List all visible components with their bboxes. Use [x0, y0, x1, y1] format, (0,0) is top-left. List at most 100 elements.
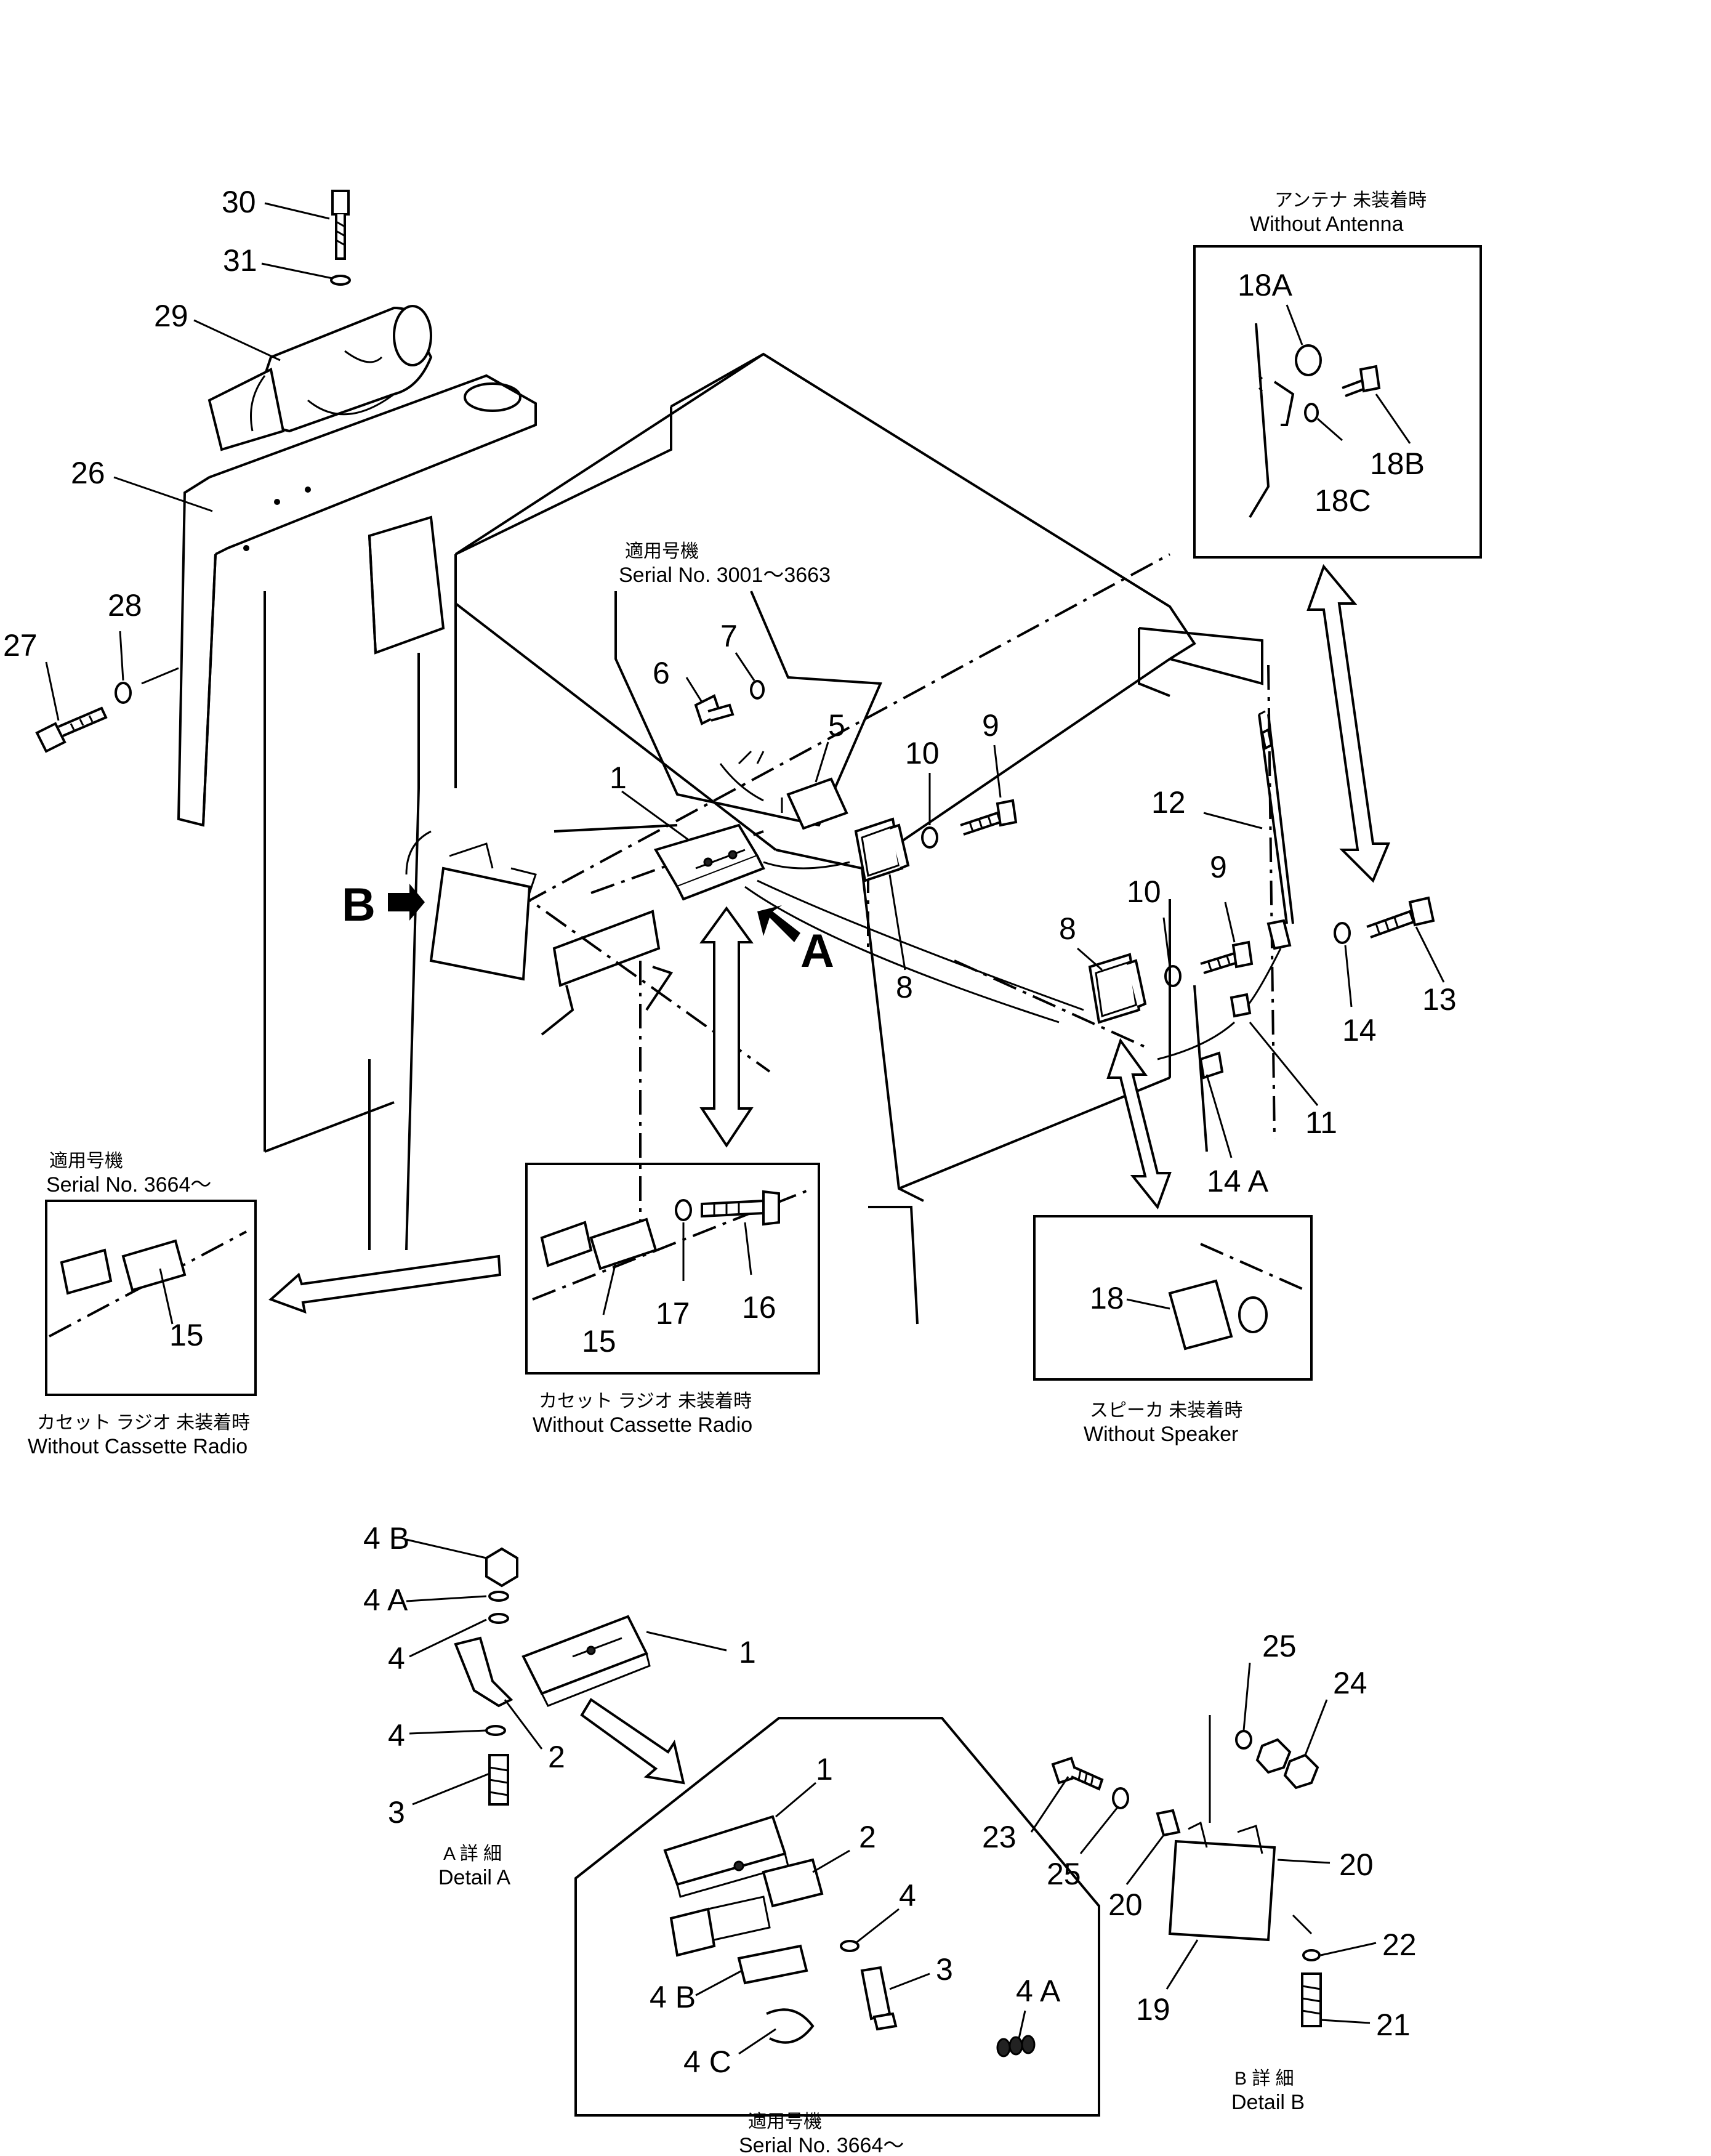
callout-d4a: 4 A — [1016, 1974, 1061, 2008]
serial-top-jp: 適用号機 — [625, 541, 699, 562]
arrow-center — [699, 906, 754, 1148]
speaker-left — [854, 817, 910, 882]
callout-18: 18 — [1090, 1281, 1124, 1315]
antenna-note-en: Without Antenna — [1250, 212, 1404, 236]
speaker-bolt-upper — [921, 799, 1018, 849]
arrow-left — [268, 1254, 502, 1314]
arrow-speaker — [1106, 1038, 1172, 1210]
callout-3: 3 — [388, 1795, 405, 1830]
motor-unit — [207, 305, 433, 451]
callout-4-lower: 4 — [388, 1718, 405, 1753]
detail-a — [454, 1547, 651, 1806]
callout-d4: 4 — [899, 1878, 916, 1913]
cassette-mid-box — [525, 1163, 820, 1375]
callout-12: 12 — [1151, 785, 1186, 820]
callout-4b: 4 B — [363, 1521, 409, 1556]
detail-a-jp: A 詳 細 — [443, 1844, 502, 1864]
callout-5: 5 — [828, 708, 845, 743]
notes: アンテナ 未装着時 Without Antenna 適用号機 Serial No… — [28, 190, 1427, 2156]
callout-d1: 1 — [816, 1752, 833, 1787]
radio-unit — [653, 823, 1084, 1023]
callout-9-lower: 9 — [1210, 850, 1227, 884]
callout-21: 21 — [1376, 2008, 1411, 2042]
speaker-bolt-lower — [1164, 940, 1254, 987]
callout-22: 22 — [1382, 1928, 1417, 1962]
antenna-bolt — [1334, 896, 1435, 944]
callout-16: 16 — [742, 1290, 776, 1325]
callout-26: 26 — [71, 456, 105, 490]
callout-2: 2 — [548, 1740, 565, 1774]
callout-25-upper: 25 — [1262, 1629, 1297, 1663]
antenna-note-jp: アンテナ 未装着時 — [1274, 190, 1427, 211]
callout-10-upper: 10 — [905, 736, 940, 770]
callout-20-left: 20 — [1108, 1888, 1143, 1922]
callout-30: 30 — [222, 185, 256, 219]
serial-left-en: Serial No. 3664～ — [46, 1173, 211, 1197]
callout-9-upper: 9 — [982, 708, 999, 743]
serial-bottom-jp: 適用号機 — [748, 2112, 822, 2132]
callout-d3: 3 — [936, 1952, 953, 1987]
callout-20-right: 20 — [1339, 1847, 1374, 1882]
serial-left-box — [45, 1200, 257, 1396]
top-bolt — [330, 190, 351, 286]
callout-8-right: 8 — [1059, 911, 1076, 946]
without-antenna-box — [1193, 245, 1482, 559]
callout-labels: 30 31 29 26 28 27 1 6 7 5 10 9 8 8 10 9 … — [3, 185, 1457, 2079]
callout-4-upper: 4 — [388, 1641, 405, 1676]
callout-d4c: 4 C — [683, 2045, 731, 2079]
view-label-a: A — [800, 925, 834, 977]
callout-6: 6 — [653, 656, 670, 690]
callout-1: 1 — [610, 761, 627, 795]
left-bolt — [35, 667, 179, 753]
detail-b-jp: B 詳 細 — [1234, 2069, 1294, 2089]
serial-panel-top — [614, 591, 882, 830]
view-arrow-b — [388, 884, 425, 921]
callout-28: 28 — [108, 588, 142, 623]
callout-15-mid: 15 — [582, 1324, 616, 1359]
callout-31: 31 — [223, 243, 257, 278]
no-cassette-mid-en: Without Cassette Radio — [533, 1413, 752, 1437]
callout-d2: 2 — [859, 1820, 876, 1854]
serial-bottom-box — [574, 1717, 1100, 2117]
speaker-right — [1088, 953, 1147, 1024]
detail-b — [1051, 1715, 1322, 2027]
callout-18b: 18B — [1370, 446, 1425, 481]
callout-4a: 4 A — [363, 1583, 408, 1617]
visor-plate — [405, 830, 537, 981]
callout-24: 24 — [1333, 1666, 1367, 1700]
no-cassette-left-en: Without Cassette Radio — [28, 1435, 248, 1458]
callout-19: 19 — [1136, 1992, 1170, 2027]
view-label-b: B — [342, 879, 376, 931]
serial-left-jp: 適用号機 — [49, 1151, 123, 1171]
serial-top-en: Serial No. 3001～3663 — [619, 563, 831, 587]
callout-18c: 18C — [1314, 483, 1371, 518]
detail-b-en: Detail B — [1231, 2091, 1305, 2114]
no-speaker-jp: スピーカ 未装着時 — [1090, 1400, 1242, 1421]
antenna-rod — [1157, 710, 1294, 1080]
serial-bottom-en: Serial No. 3664～ — [739, 2134, 904, 2156]
cab-body — [264, 352, 1276, 1325]
callout-8-left: 8 — [896, 970, 913, 1004]
callout-18a: 18A — [1238, 268, 1293, 302]
callout-1-detail: 1 — [739, 1635, 756, 1669]
callout-29: 29 — [154, 299, 188, 333]
arrow-diagonal — [580, 1698, 685, 1785]
callout-10-lower: 10 — [1127, 874, 1161, 909]
detail-a-en: Detail A — [438, 1866, 510, 1889]
callout-d4b: 4 B — [650, 1980, 696, 2014]
callout-27: 27 — [3, 628, 38, 663]
no-cassette-left-jp: カセット ラジオ 未装着時 — [37, 1413, 250, 1433]
callout-23: 23 — [982, 1820, 1017, 1854]
without-speaker-box — [1033, 1215, 1313, 1381]
view-arrow-a — [757, 905, 800, 942]
callout-13: 13 — [1422, 982, 1457, 1017]
callout-25-lower: 25 — [1047, 1857, 1081, 1891]
no-cassette-mid-jp: カセット ラジオ 未装着時 — [539, 1391, 752, 1411]
arrow-antenna — [1306, 564, 1390, 883]
no-speaker-en: Without Speaker — [1084, 1423, 1238, 1446]
leader-lines — [45, 202, 1445, 2055]
callout-11: 11 — [1305, 1105, 1337, 1140]
callout-15-left: 15 — [169, 1318, 204, 1352]
callout-14: 14 — [1342, 1013, 1377, 1048]
